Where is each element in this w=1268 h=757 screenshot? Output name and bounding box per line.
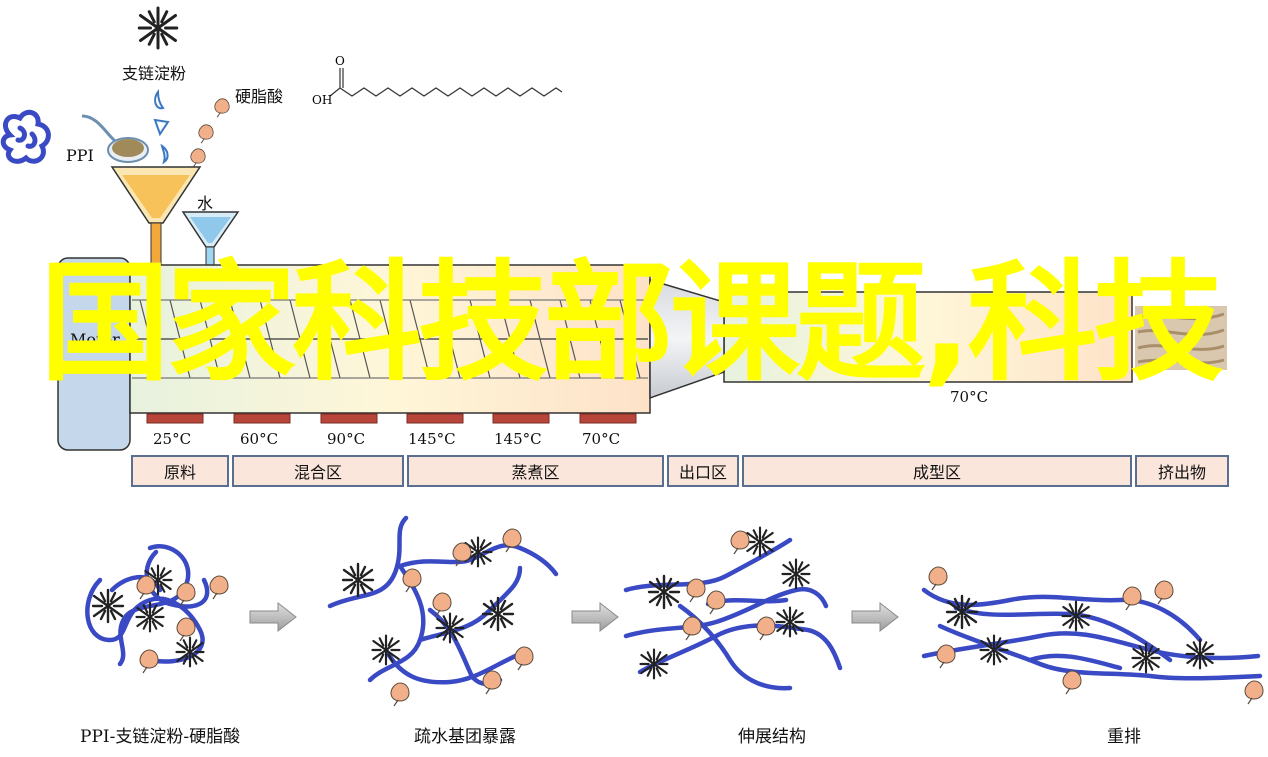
temp-zone-1: 25°C <box>153 430 192 448</box>
caption-stage-3: 伸展结构 <box>738 727 806 747</box>
temp-zone-3: 90°C <box>327 430 366 448</box>
stage-4-complex <box>921 566 1264 705</box>
zone-outlet: 出口区 <box>667 455 739 487</box>
molecule-oh-label: OH <box>312 93 332 107</box>
motor-label: Motor <box>70 330 120 349</box>
ppi-label: PPI <box>66 146 94 165</box>
zone-extrudate: 挤出物 <box>1135 455 1229 487</box>
stage-arrow-1 <box>249 602 297 632</box>
caption-stage-4: 重排 <box>1107 727 1141 747</box>
stearic-droplet-icons <box>190 98 230 168</box>
stage-arrow-2 <box>571 602 619 632</box>
ppi-protein-icon <box>0 109 51 164</box>
extrudate-image <box>1135 306 1227 370</box>
temp-zone-4: 145°C <box>408 430 456 448</box>
caption-stage-1: PPI-支链淀粉-硬脂酸 <box>80 727 241 747</box>
zone-forming: 成型区 <box>742 455 1132 487</box>
starch-label: 支链淀粉 <box>122 64 187 83</box>
zone-raw-material: 原料 <box>131 455 229 487</box>
ppi-funnel <box>110 166 202 290</box>
stearic-acid-label: 硬脂酸 <box>235 87 284 106</box>
zone-mixing: 混合区 <box>232 455 404 487</box>
starch-droplet-icons <box>153 88 170 165</box>
water-label: 水 <box>197 194 214 213</box>
temp-zone-2: 60°C <box>240 430 279 448</box>
die-temperature: 70°C <box>950 388 989 406</box>
molecule-o-label: O <box>335 54 345 68</box>
caption-stage-2: 疏水基团暴露 <box>414 727 516 747</box>
temp-zone-6: 70°C <box>582 430 621 448</box>
stearic-acid-molecule <box>329 68 563 97</box>
overlay-watermark-text: 国家科技部课题,科技 <box>40 247 1223 399</box>
zone-cooking: 蒸煮区 <box>407 455 664 487</box>
ppi-spoon-icon <box>81 114 149 163</box>
stage-3-complex <box>623 526 843 691</box>
screw-flights <box>132 299 648 379</box>
stage-1-complex <box>85 544 229 674</box>
forming-section <box>723 291 1133 383</box>
heater-bands <box>146 413 637 424</box>
stage-arrow-3 <box>851 602 899 632</box>
starch-icon <box>137 6 179 50</box>
stage-2-complex <box>327 515 559 707</box>
temp-zone-5: 145°C <box>494 430 542 448</box>
extruder-die <box>649 278 725 400</box>
